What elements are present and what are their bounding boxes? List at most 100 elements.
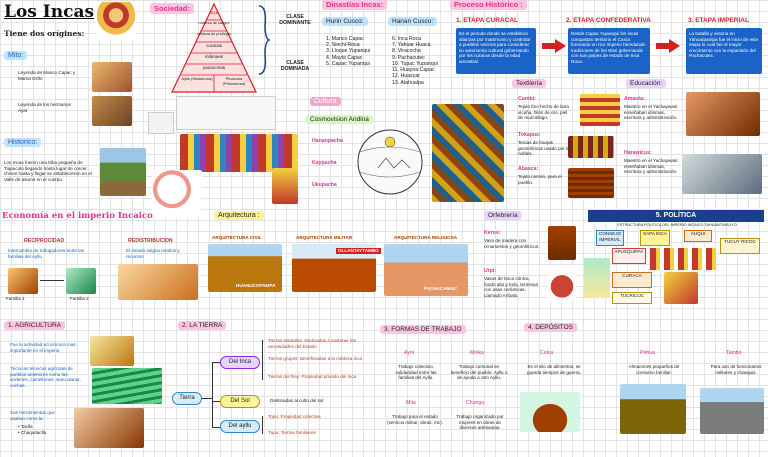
urpi-text: Vasos de boca cónica, fondo alto y bola,…: [484, 276, 539, 298]
textile-images: [432, 104, 504, 202]
arq-militar-place: OLLANTAYTAMBO: [336, 248, 381, 254]
pyramid-level-5: mitimaes: [204, 54, 224, 59]
pyramid-base-left: Ayllu (Hatunruna): [181, 76, 213, 81]
incas-people-illustration: [180, 134, 298, 172]
harawicus-image: [682, 154, 762, 194]
agricultura-text-3: Sus herramientas que usaban como la:: [10, 410, 55, 421]
tool-item: • Taclla: [18, 424, 33, 429]
chunga-text: Trabajo organizado por mujeres en obras …: [456, 414, 504, 430]
society-chart-small-2: [148, 112, 174, 134]
politica-subtitle: ESTRUCTURA POLITICA DEL IMPERIO INCAICO …: [617, 223, 737, 227]
politica-node-consejo: CONSEJO IMPERIAL: [596, 230, 624, 246]
harawicus-name: Harawicus:: [624, 150, 652, 156]
proceso-label: Proceso Histórico :: [450, 0, 527, 10]
etapa-1-box: Es el periodo donde se establecio alianz…: [456, 28, 536, 74]
pyramid-level-3: nobleza de privilegio: [196, 32, 232, 36]
hurin-label: Hurin Cusco:: [322, 17, 368, 26]
tierra-inca-item-3: Tierras del Rey: Propiedad privada del I…: [268, 374, 357, 379]
andenes-image: [92, 368, 162, 404]
colca-image: [520, 392, 580, 432]
etapa-3-box: La batalla y victoria en Yahuarpampa fue…: [686, 28, 762, 74]
arq-religiosa-title: ARQUITECTURA RELIGIOSA: [394, 235, 458, 240]
economia-label: Economía en el imperio Incaico: [2, 211, 153, 221]
etapa-1-title: 1. ETAPA CURACAL: [456, 17, 518, 24]
politica-figures: [650, 248, 716, 270]
depositos-label: 4. DEPÓSITOS: [524, 323, 578, 332]
tierra-del-sol: Del Sol: [220, 395, 260, 408]
clase-dominante: CLASE DOMINANTE: [279, 14, 311, 27]
orfebreria-label: Orfebrería: [484, 211, 522, 220]
arq-civil-place: HUANUCOPAMPA: [236, 283, 276, 288]
minka-text: Trabajo comunal en beneficio del pueblo.…: [450, 364, 508, 380]
cosmovision-circle-icon: [357, 129, 423, 195]
politica-node-tucuy: TUCUY RICOC: [720, 238, 760, 254]
hanan-item: 6. Inca Roca: [392, 36, 422, 42]
agricultura-text-1: Fue la actividad económica mas important…: [10, 342, 76, 353]
tierra-connector: [262, 416, 263, 434]
ayni-name: Ayni: [404, 350, 414, 356]
tierra-connector: [212, 401, 220, 402]
tokapus-text: Tenías de franjas geométricas usado por …: [518, 140, 572, 156]
politica-header: 5. POLÍTICA: [588, 210, 764, 222]
agricultura-image-1: [90, 336, 134, 366]
inca-king-illustration: [96, 2, 136, 40]
tools-list: • Taclla • Chaquitaclla: [18, 424, 46, 435]
keros-name: Keros:: [484, 230, 501, 236]
cultura-label: Cultura: [310, 97, 341, 106]
red-arrow-icon: [669, 39, 680, 53]
world-kaypacha: Kaypacha: [312, 160, 337, 166]
exchange-arrow: [40, 280, 64, 281]
arq-militar-title: ARQUITECTURA MILITAR: [296, 235, 353, 240]
dinastias-label: Dinastías Incas:: [322, 0, 388, 10]
valle-image: [100, 148, 146, 196]
tierra-connector: [262, 340, 263, 380]
hermanos-ayar-image: [92, 96, 132, 126]
red-arrow-icon: [555, 39, 566, 53]
tierra-inca-item-1: Tierras estatales: Dedicadas a sostener …: [268, 338, 356, 349]
redistribucion-title: REDISTRIBUCION: [128, 238, 173, 244]
pirhua-text: Almacenes pequeños de consumo familiar.: [628, 364, 680, 375]
amauta-image: [686, 92, 760, 136]
hurin-item: 3. Lloque Yupanqui: [326, 48, 371, 55]
hanan-item: 8. Viracocha: [392, 48, 421, 55]
hurin-item: 2. Sinchi Roca: [326, 42, 360, 49]
cumbi-text: Tejido fino hecho de lana vicuña, hilos …: [518, 104, 569, 120]
politica-inca-image: [664, 272, 698, 304]
bracket-icon: [258, 5, 271, 75]
tambo-name: Tambo: [726, 350, 742, 356]
educacion-label: Educación:: [626, 79, 667, 88]
hurin-item: 4. Mayta Capac: [326, 54, 363, 61]
pirhua-image: [620, 384, 686, 434]
etapa-2-title: 2. ETAPA CONFEDERATIVA: [566, 17, 651, 24]
colca-text: Es el silo de alimentos, se guarda tiemp…: [527, 364, 581, 375]
tierra-connector: [212, 362, 213, 428]
hanan-item: 13. Atahualpa: [392, 79, 424, 86]
mita-name: Mita: [406, 400, 416, 406]
abasca-text: Tejido común, para el pueblo.: [518, 174, 562, 185]
tierra-connector: [212, 362, 220, 363]
amauta-name: Amauta:: [624, 96, 645, 102]
historico-label: Historico:: [4, 138, 42, 147]
clase-dominada: CLASE DOMINADA: [280, 60, 310, 73]
inca-figure: [272, 168, 298, 204]
keros-text: Vaso de madera con ornamentos y geométri…: [484, 238, 540, 249]
hanan-item: 7. Yahuar Huaca: [392, 42, 431, 49]
ayni-text: Trabajo colectivo, solidaridad entre las…: [395, 364, 437, 380]
textile-3: [568, 168, 614, 198]
world-hananpacha: Hananpacha: [312, 138, 343, 144]
textileria-label: Textilería: [512, 79, 547, 88]
tierra-connector: [212, 427, 220, 428]
pyramid-level-2: nobleza de sangre: [198, 21, 230, 25]
tokapus-name: Tokapus:: [518, 132, 541, 138]
politica-node-auqui: AUQUI: [684, 230, 712, 242]
textile-2: [568, 136, 614, 158]
arq-civil-image: [208, 244, 282, 292]
hurin-list: 1. Manco Capac 2. Sinchi Roca 3. Lloque …: [326, 36, 386, 67]
pirhua-name: Pirhua: [640, 350, 655, 356]
mito-item-2: Leyenda de los hermanos Ayar: [18, 102, 71, 113]
mito-item-1: Leyenda de Manco Capac y Mama Ocllo: [18, 70, 76, 81]
pyramid-base-right: Pinacuna (Prisioneros): [222, 76, 246, 86]
hanan-item: 10. Tupac Yupanqui: [392, 60, 438, 67]
arq-religiosa-image: [384, 244, 468, 296]
hanan-item: 11. Huayna Capac: [392, 67, 435, 74]
